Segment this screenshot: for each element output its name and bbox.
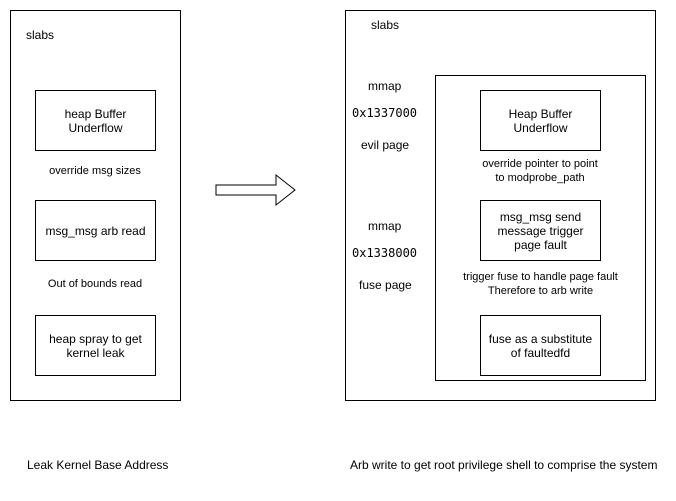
right-caption: Arb write to get root privilege shell to… — [350, 458, 658, 472]
page1-mmap-label: mmap — [368, 79, 402, 93]
left-node-arb-read: msg_msg arb read — [35, 200, 156, 261]
right-node-msg-send: msg_msg send message trigger page fault — [480, 200, 601, 261]
left-caption: Leak Kernel Base Address — [27, 458, 169, 472]
mmap-pages-container — [435, 75, 646, 381]
left-node-heap-spray: heap spray to get kernel leak — [35, 315, 156, 376]
right-edge-label-1: override pointer to point to modprobe_pa… — [470, 157, 610, 185]
page2-address: 0x1338000 — [352, 246, 418, 260]
left-edge-label-1: override msg sizes — [45, 164, 145, 178]
page1-name: evil page — [361, 138, 410, 152]
left-slabs-label: slabs — [26, 28, 55, 42]
left-edge-label-2: Out of bounds read — [45, 277, 145, 291]
right-slabs-label: slabs — [371, 18, 400, 32]
page2-name: fuse page — [359, 278, 412, 292]
transition-arrow — [215, 173, 296, 207]
page2-mmap-label: mmap — [368, 219, 402, 233]
right-node-heap-underflow: Heap Buffer Underflow — [480, 90, 601, 151]
left-node-heap-underflow: heap Buffer Underflow — [35, 90, 156, 151]
right-node-fuse-substitute: fuse as a substitute of faultedfd — [480, 315, 601, 376]
right-edge-label-2: trigger fuse to handle page fault Theref… — [458, 270, 623, 298]
page1-address: 0x1337000 — [352, 106, 418, 120]
